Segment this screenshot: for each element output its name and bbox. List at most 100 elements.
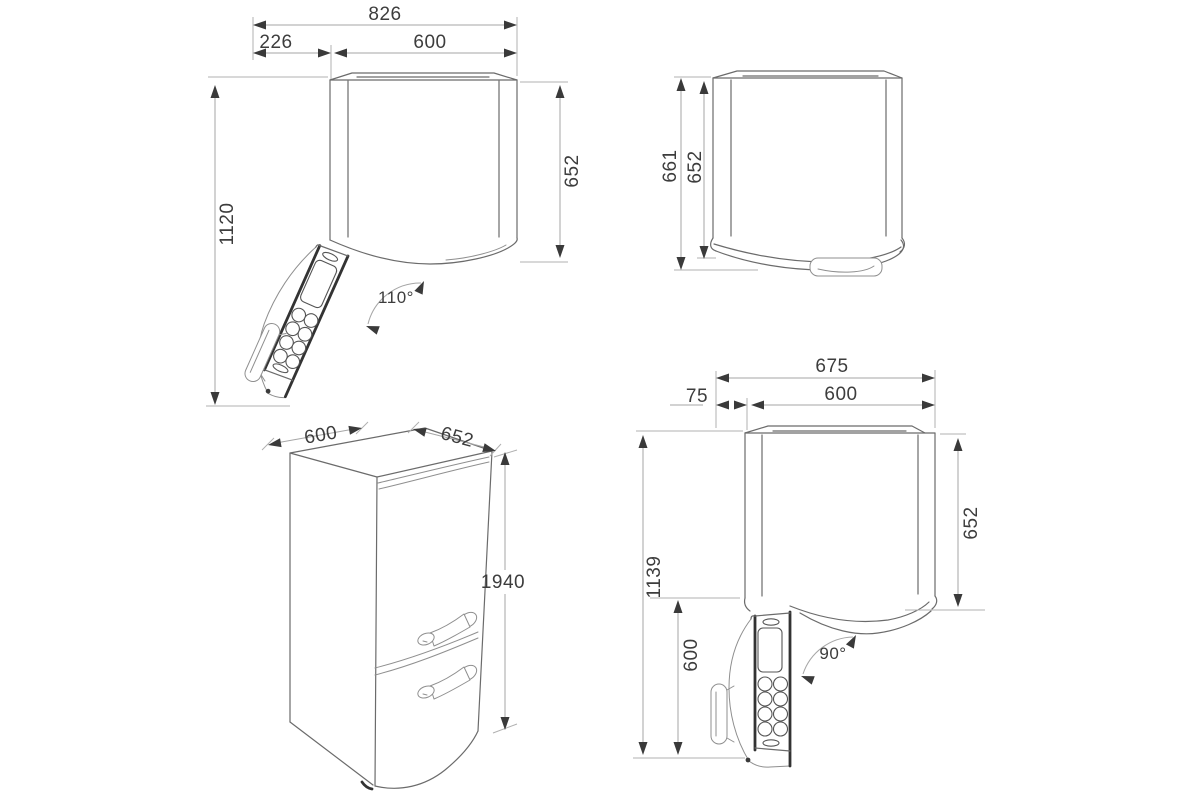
dim-label-600: 600 (824, 384, 857, 405)
cabinet-top-view (329, 72, 518, 265)
dim-arrow (500, 452, 510, 465)
view-top-closed: 661 652 (660, 70, 906, 277)
dim-label-1940: 1940 (481, 572, 525, 593)
handle-link-top (726, 685, 735, 691)
dim-arrow (555, 245, 565, 258)
door-handle (710, 683, 735, 745)
dim-arrow (676, 257, 686, 270)
dim-label-652: 652 (961, 506, 982, 539)
corner-flare-right (931, 595, 938, 610)
bottle-hole (757, 676, 773, 692)
handle-bar (429, 613, 471, 647)
fridge-isometric (289, 427, 493, 791)
door-handle (244, 322, 287, 383)
cabinet-back-panel (712, 70, 903, 79)
bottle-hole (285, 354, 301, 370)
door-outer-skin (728, 618, 791, 768)
bottle-hole (772, 691, 789, 707)
door-bottom-edge (263, 369, 294, 381)
dim-label-1139: 1139 (644, 556, 665, 599)
dim-arrow (699, 246, 709, 259)
dim-label-600-door: 600 (681, 638, 702, 671)
dims-open110: 826 226 600 1120 652 (206, 4, 583, 407)
dims-open90: 675 75 600 1139 600 652 (633, 356, 985, 759)
bottle-hole (772, 706, 789, 722)
dim-line-600 (275, 428, 355, 444)
dim-arrow (253, 48, 266, 58)
dim-label-75: 75 (686, 386, 708, 407)
cabinet-front-curve (329, 237, 518, 265)
arc-arrow (366, 326, 380, 335)
door-top-edge (750, 612, 791, 620)
cabinet-front-curve (799, 610, 932, 635)
dim-label-652: 652 (685, 150, 706, 183)
ext-tick (261, 437, 275, 451)
door-bottle-rack (273, 307, 319, 370)
edge-bottom-front (374, 730, 479, 789)
bottle-hole (303, 313, 319, 328)
handle-screw (422, 640, 428, 643)
door-bin (757, 627, 783, 673)
arc-arrow (801, 676, 815, 685)
arc-arrow (414, 281, 424, 295)
dim-arrow (716, 373, 729, 383)
dim-arrow (953, 594, 963, 607)
dim-arrow (268, 438, 282, 448)
door-foot-dot (745, 757, 751, 763)
door-hinge-cap-top (762, 618, 780, 626)
door-handle-closed (809, 257, 883, 277)
cabinet-top-view (743, 425, 938, 635)
door-slab-edge (263, 244, 322, 372)
dim-label-652: 652 (438, 423, 476, 452)
dims-isometric: 600 652 1940 (261, 421, 525, 734)
door-flare-left (710, 237, 717, 252)
handle-bar-line (249, 329, 270, 373)
ext-tick (489, 443, 502, 457)
dim-arrow (348, 425, 362, 435)
cabinet-back-panel (329, 72, 518, 81)
cabinet-back-panel (744, 425, 926, 434)
dim-arrow (922, 373, 935, 383)
ext-tick (407, 421, 420, 434)
dim-arrow (504, 48, 517, 58)
dim-label-661: 661 (660, 149, 681, 182)
view-top-open-110: 110° 826 226 600 1120 (206, 4, 583, 407)
dim-arrow (673, 742, 683, 755)
edge-bottom-left (289, 721, 374, 786)
dim-arrow (638, 742, 648, 755)
corner-hinge-left (743, 597, 751, 612)
door-flare-right (899, 237, 906, 253)
bottle-hole (757, 691, 773, 707)
dim-label-675: 675 (815, 356, 848, 377)
dim-label-826: 826 (368, 4, 401, 25)
dim-arrow (699, 81, 709, 94)
dim-arrow (210, 392, 220, 405)
bottle-hole (772, 676, 789, 692)
door-bottom-edge (754, 747, 791, 752)
handle-end-left (417, 632, 435, 646)
angle-90: 90° (801, 635, 856, 685)
foot (360, 780, 374, 791)
arc-arrow (845, 635, 856, 649)
door-split-lower (374, 637, 479, 676)
door-top-edge (315, 244, 349, 257)
dim-arrow (413, 428, 427, 437)
angle-label: 90° (819, 644, 846, 663)
fridge-handle-lower (415, 661, 481, 701)
dim-label-1120: 1120 (217, 203, 238, 246)
dim-arrow (953, 438, 963, 451)
cabinet-front-seam (445, 244, 507, 261)
dim-arrow (673, 600, 683, 613)
view-isometric: 600 652 1940 (261, 421, 525, 791)
door-split-upper (374, 631, 479, 669)
dim-arrow (922, 400, 935, 410)
door-top-trim2 (378, 461, 490, 490)
dim-label-652: 652 (562, 154, 583, 187)
handle-link-bottom (726, 737, 735, 743)
dim-arrow (504, 20, 517, 30)
dim-label-600: 600 (413, 32, 446, 53)
dim-line-652 (420, 430, 489, 449)
dim-arrow (716, 400, 729, 410)
dim-arrow (500, 717, 510, 730)
